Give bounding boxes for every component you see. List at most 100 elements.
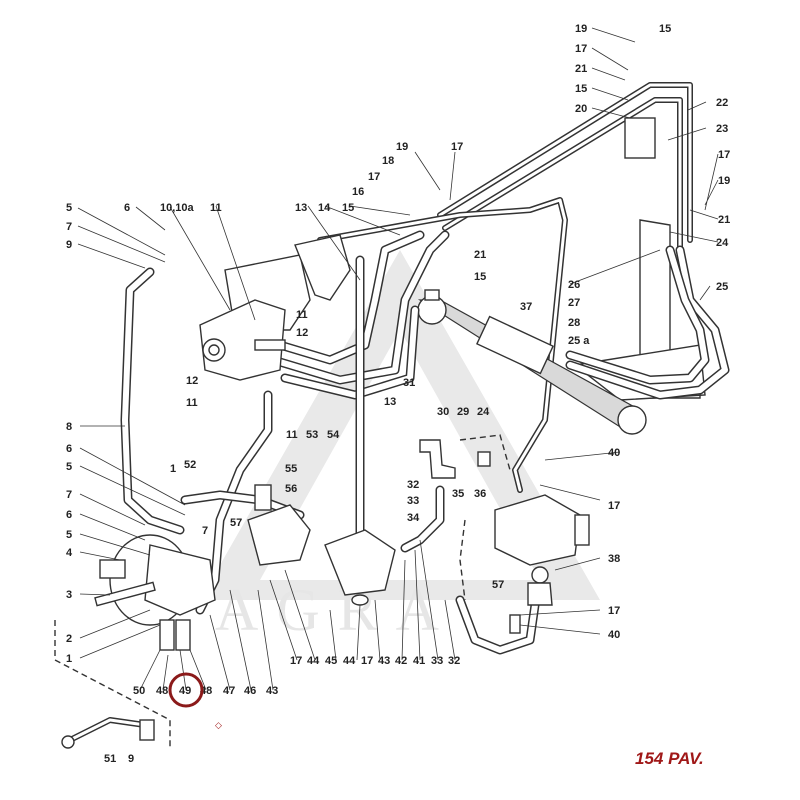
callout-7: 7: [202, 525, 208, 537]
callout-34: 34: [407, 512, 420, 524]
callout-2: 2: [66, 633, 72, 645]
callout-30: 30: [437, 406, 449, 418]
callout-15: 15: [474, 271, 486, 283]
callout-17: 17: [361, 655, 373, 667]
callout-15: 15: [659, 23, 671, 35]
highlight-circle: [168, 672, 204, 708]
callout-56: 56: [285, 483, 297, 495]
hose-bracket: [419, 439, 491, 479]
callout-13: 13: [295, 202, 307, 214]
callout-46: 46: [244, 685, 256, 697]
callout-54: 54: [327, 429, 340, 441]
callout-17: 17: [290, 655, 302, 667]
leader-lines: [77, 27, 719, 691]
callout-11: 11: [296, 309, 308, 321]
diamond-icon: ◇: [215, 720, 222, 730]
callout-51: 51: [104, 753, 116, 765]
callout-19: 19: [396, 141, 408, 153]
callout-11: 11: [286, 429, 298, 441]
callout-14: 14: [318, 202, 331, 214]
callout-17: 17: [608, 500, 620, 512]
callout-9: 9: [128, 753, 134, 765]
callout-21: 21: [575, 63, 587, 75]
callout-5: 5: [66, 529, 72, 541]
valve-block: [94, 534, 216, 651]
callout-45: 45: [325, 655, 337, 667]
callout-24: 24: [477, 406, 490, 418]
callout-15: 15: [575, 83, 587, 95]
callout-17: 17: [368, 171, 380, 183]
callout-7: 7: [66, 489, 72, 501]
right-hoses: [565, 245, 730, 400]
callout-24: 24: [716, 237, 729, 249]
callout-19: 19: [575, 23, 587, 35]
callout-32: 32: [448, 655, 460, 667]
callout-5: 5: [66, 461, 72, 473]
callout-11: 11: [186, 397, 198, 409]
callout-57: 57: [230, 517, 242, 529]
detail-fitting: [61, 717, 155, 749]
callout-22: 22: [716, 97, 728, 109]
callout-50: 50: [133, 685, 145, 697]
callout-9: 9: [66, 239, 72, 251]
callout-21: 21: [474, 249, 486, 261]
callout-48: 48: [156, 685, 168, 697]
callout-13: 13: [384, 396, 396, 408]
callout-40: 40: [608, 447, 620, 459]
callout-4: 4: [66, 547, 73, 559]
callout-6: 6: [66, 509, 72, 521]
callout-40: 40: [608, 629, 620, 641]
callout-3: 3: [66, 589, 72, 601]
callout-32: 32: [407, 479, 419, 491]
callout-25: 25: [716, 281, 728, 293]
callout-31: 31: [403, 377, 415, 389]
callout-53: 53: [306, 429, 318, 441]
pump: [199, 299, 286, 381]
figure-caption: 154 PAV.: [635, 749, 704, 768]
callout-17: 17: [608, 605, 620, 617]
callout-5: 5: [66, 202, 72, 214]
callout-16: 16: [352, 186, 364, 198]
callout-10-10a: 10,10a: [160, 202, 195, 214]
filter-bases: [247, 484, 396, 606]
callout-6: 6: [124, 202, 130, 214]
callout-17: 17: [451, 141, 463, 153]
callout-44: 44: [343, 655, 356, 667]
callout-1: 1: [66, 653, 72, 665]
callout-15: 15: [342, 202, 354, 214]
callout-12: 12: [296, 327, 308, 339]
orbital-motor: [494, 494, 590, 634]
callout-26: 26: [568, 279, 580, 291]
callout-57: 57: [492, 579, 504, 591]
steering-cylinder: [417, 289, 647, 435]
callout-19: 19: [718, 175, 730, 187]
callout-23: 23: [716, 123, 728, 135]
callout-28: 28: [568, 317, 580, 329]
callout-36: 36: [474, 488, 486, 500]
callout-47: 47: [223, 685, 235, 697]
callout-49: 49: [179, 685, 191, 697]
callout-21: 21: [718, 214, 730, 226]
callout-29: 29: [457, 406, 469, 418]
callout-6: 6: [66, 443, 72, 455]
callout-17: 17: [718, 149, 730, 161]
callout-27: 27: [568, 297, 580, 309]
watermark-text: AGRA: [215, 577, 457, 643]
callout-38: 38: [608, 553, 620, 565]
dashed-outlines: [54, 434, 511, 750]
callout-12: 12: [186, 375, 198, 387]
top-pipes: [317, 82, 693, 493]
reservoir: [224, 234, 351, 331]
callout-18: 18: [382, 155, 394, 167]
callout-25a: 25 a: [568, 335, 590, 347]
callout-33: 33: [431, 655, 443, 667]
central-hoses: [275, 230, 450, 565]
callout-20: 20: [575, 103, 587, 115]
callout-1: 1: [170, 463, 176, 475]
callout-43: 43: [378, 655, 390, 667]
callout-42: 42: [395, 655, 407, 667]
callout-43: 43: [266, 685, 278, 697]
callout-11: 11: [210, 202, 222, 214]
callout-44: 44: [307, 655, 320, 667]
